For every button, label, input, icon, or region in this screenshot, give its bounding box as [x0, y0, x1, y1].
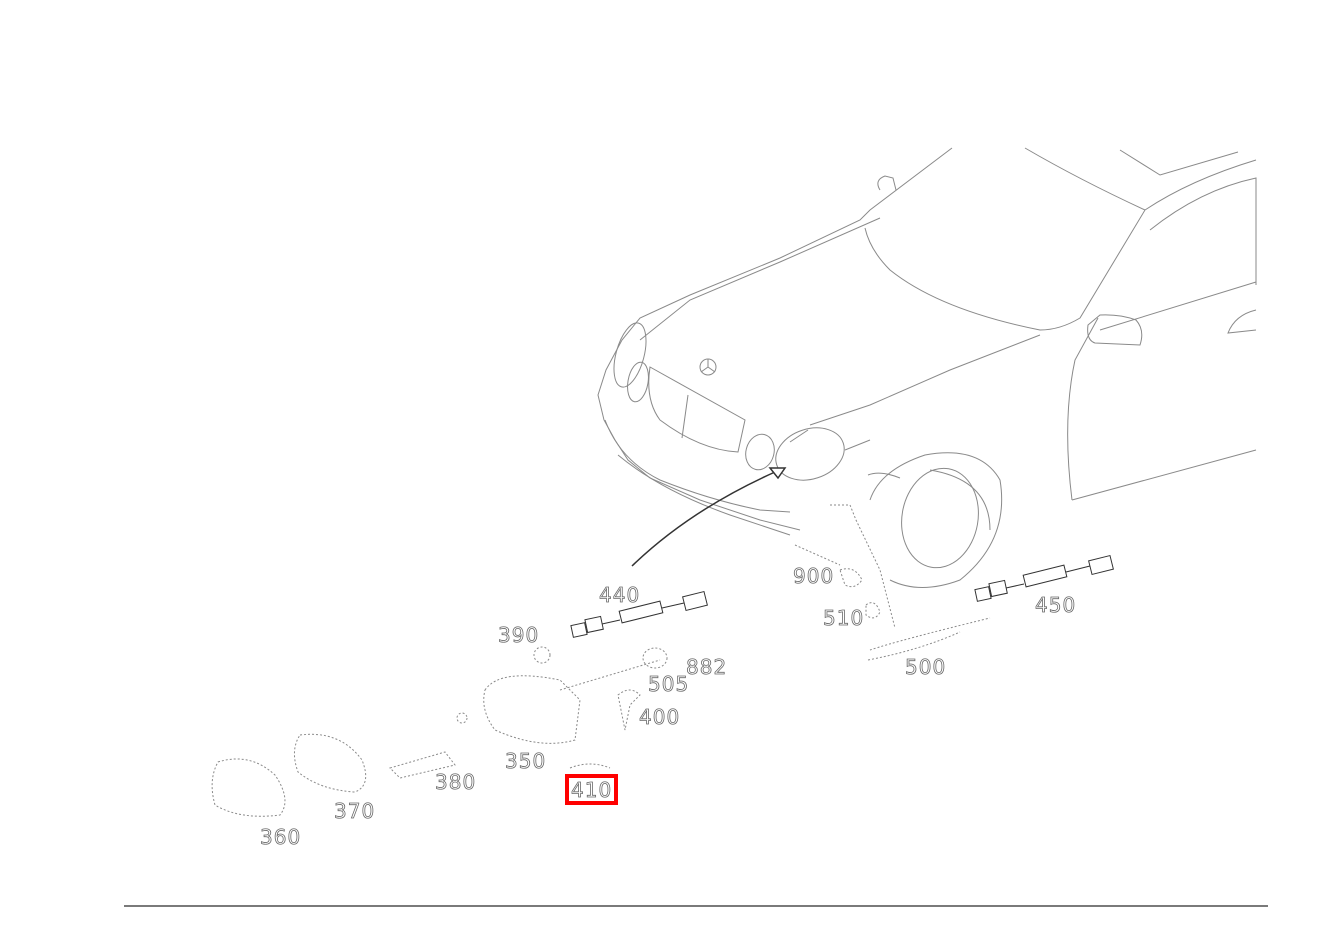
part-505: [642, 647, 668, 669]
part-505-508-line: [559, 659, 661, 691]
callout-390[interactable]: 390: [498, 623, 540, 647]
car-body-outline: [597, 147, 1257, 536]
wiring-harness-450: [974, 554, 1114, 602]
callout-360[interactable]: 360: [260, 825, 302, 849]
callout-450[interactable]: 450: [1035, 593, 1077, 617]
part-350-housing: [483, 675, 581, 744]
callout-882[interactable]: 882: [686, 655, 728, 679]
callout-350[interactable]: 350: [505, 749, 547, 773]
callout-380[interactable]: 380: [435, 770, 477, 794]
callout-900[interactable]: 900: [793, 564, 835, 588]
callout-410-selected[interactable]: 410: [565, 774, 619, 805]
part-370-gasket: [294, 733, 367, 793]
callout-500[interactable]: 500: [905, 655, 947, 679]
part-400: [617, 689, 641, 731]
car-front-details: [613, 322, 901, 481]
callout-510[interactable]: 510: [823, 606, 865, 630]
part-500-cable: [830, 504, 896, 629]
footer-divider: [124, 905, 1268, 907]
part-390: [533, 646, 551, 664]
part-510: [865, 602, 881, 619]
wiring-harness-440: [570, 590, 708, 638]
part-500-strip: [867, 617, 991, 661]
callout-370[interactable]: 370: [334, 799, 376, 823]
exploded-parts: [211, 504, 991, 817]
part-380-bulb: [456, 712, 468, 724]
part-380-bulb-holder: [389, 751, 456, 779]
part-900: [839, 568, 863, 588]
pointer-arrow: [631, 467, 787, 567]
callout-440[interactable]: 440: [599, 583, 641, 607]
callout-400[interactable]: 400: [639, 705, 681, 729]
car-wheel: [869, 452, 1003, 588]
callout-505[interactable]: 505: [648, 672, 690, 696]
part-410: [569, 763, 611, 769]
part-360-lens: [211, 758, 286, 817]
